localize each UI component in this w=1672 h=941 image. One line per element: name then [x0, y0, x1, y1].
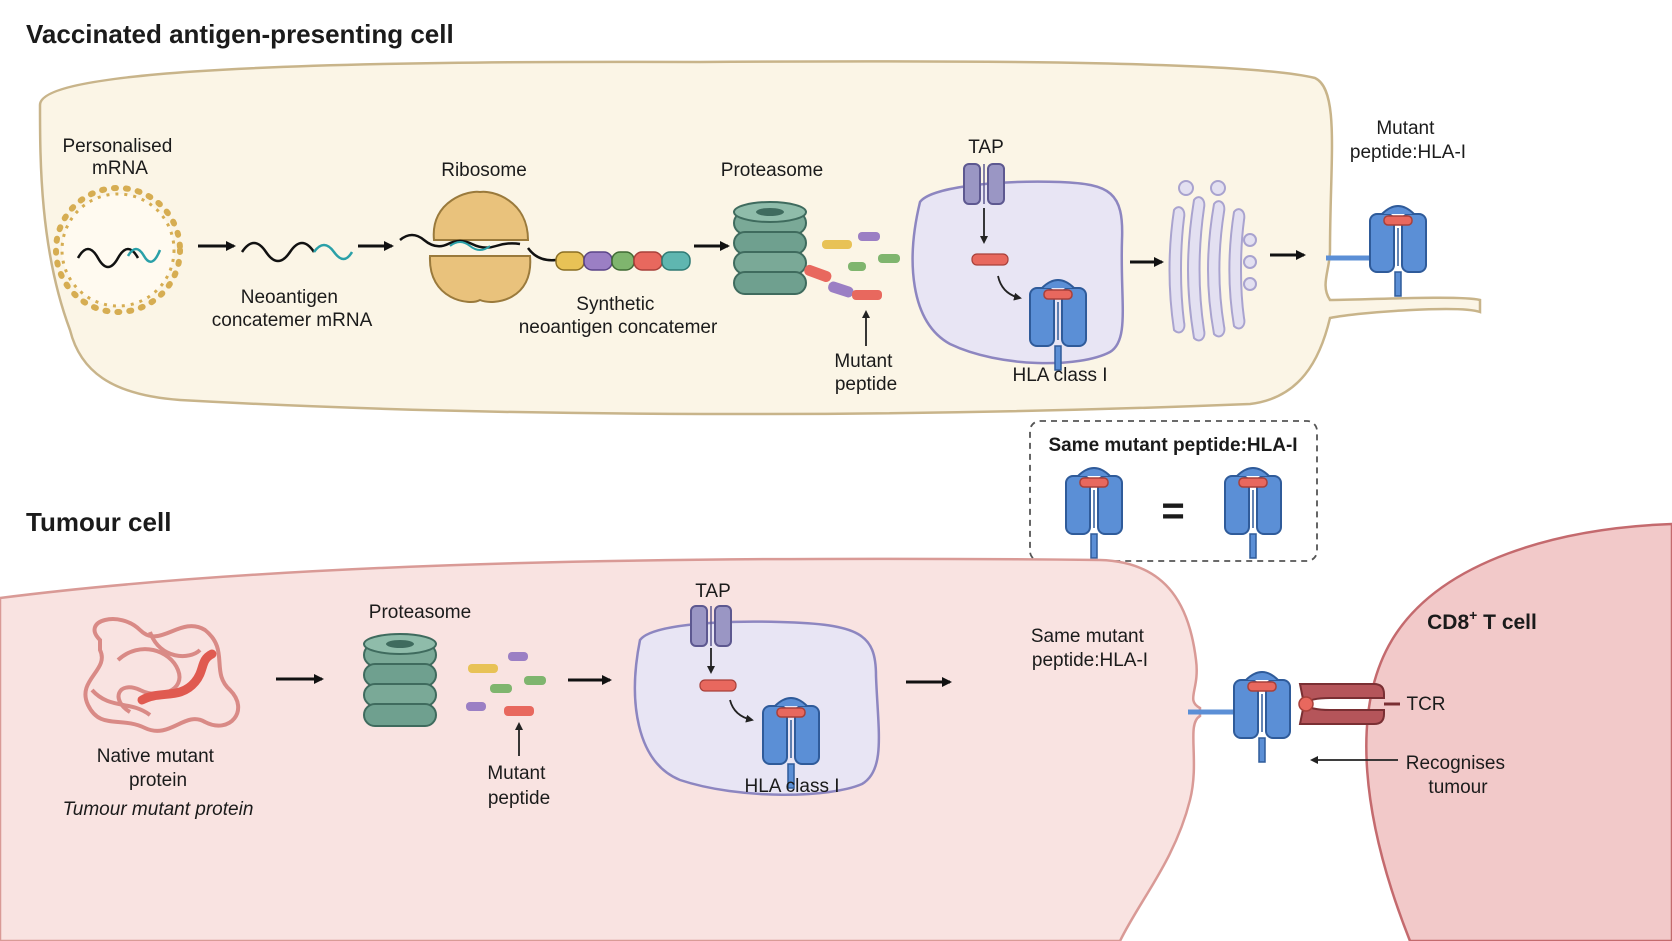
- proteasome-label-bottom: Proteasome: [369, 602, 471, 623]
- er-peptide-bottom: [699, 679, 737, 692]
- native-protein-label: Native mutant protein: [97, 746, 220, 791]
- surface-hla-bottom: [1188, 671, 1291, 763]
- native-mutant-protein-icon: [83, 617, 241, 733]
- tcr-receptor-icon: [1298, 683, 1400, 725]
- lipid-nanoparticle-icon: [53, 185, 183, 315]
- synthetic-concatemer-label: Synthetic neoantigen concatemer: [519, 294, 718, 338]
- concatemer-mrna-label: Neoantigen concatemer mRNA: [212, 287, 373, 331]
- tumour-mutant-protein-caption: Tumour mutant protein: [63, 799, 254, 820]
- comparison-title: Same mutant peptide:HLA-I: [1048, 435, 1297, 456]
- hla-label-top: HLA class I: [1012, 365, 1107, 386]
- tap-icon-bottom: [690, 605, 732, 647]
- peptide-loading-arrow-top: [997, 275, 1022, 301]
- recognises-tumour-label: Recognises tumour: [1406, 753, 1511, 798]
- equals-sign: =: [1161, 489, 1184, 533]
- er-peptide-top: [971, 253, 1009, 266]
- proteasome-icon-top: [733, 201, 807, 295]
- mutant-peptide-label-top: Mutant peptide: [834, 351, 897, 395]
- tcr-label: TCR: [1406, 694, 1445, 715]
- concatemer-mrna-icon: [240, 241, 354, 263]
- tap-icon-top: [963, 163, 1005, 205]
- peptide-loading-arrow-bottom: [729, 699, 754, 723]
- surface-hla-top: [1326, 205, 1427, 297]
- ribosome-icon: [399, 190, 557, 303]
- er-compartment-top: [911, 180, 1124, 365]
- ribosome-label: Ribosome: [441, 160, 527, 181]
- proteasome-icon-bottom: [363, 633, 437, 727]
- mrna-label: Personalised mRNA: [62, 136, 177, 179]
- golgi-apparatus-icon: [1168, 180, 1257, 342]
- peptide-fragments-bottom: [466, 652, 546, 716]
- tap-label-top: TAP: [968, 137, 1004, 158]
- apc-title: Vaccinated antigen-presenting cell: [26, 19, 454, 49]
- er-compartment-bottom: [633, 620, 881, 796]
- tumour-cell-membrane: [0, 557, 1202, 941]
- surface-label-top: Mutant peptide:HLA-I: [1350, 118, 1466, 163]
- surface-label-bottom: Same mutant peptide:HLA-I: [1031, 626, 1149, 671]
- peptide-fragments-top: [804, 232, 900, 300]
- proteasome-label-top: Proteasome: [721, 160, 823, 181]
- mutant-peptide-label-bottom: Mutant peptide: [487, 763, 550, 809]
- tap-label-bottom: TAP: [695, 581, 731, 602]
- cd8-t-cell: [1365, 522, 1672, 941]
- synthetic-concatemer-icon: [555, 251, 691, 271]
- tumour-title: Tumour cell: [26, 507, 171, 537]
- cd8-label: CD8+ T cell: [1427, 607, 1537, 634]
- hla-label-bottom: HLA class I: [744, 776, 839, 797]
